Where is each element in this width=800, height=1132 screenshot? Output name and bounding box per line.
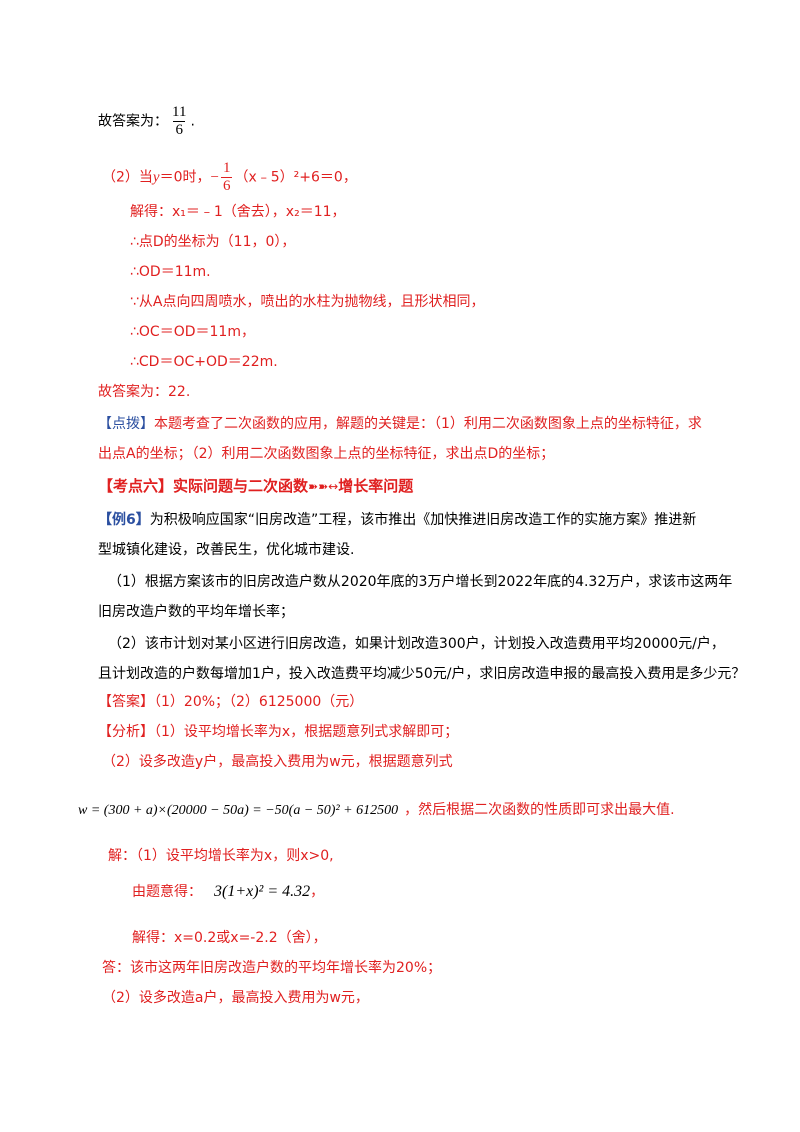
fraction-denominator: 6 — [173, 121, 185, 138]
solution-equation: 3(1+x)² = 4.32 — [214, 883, 311, 900]
question2-line-2: 且计划改造的户数每增加1户，投入改造费平均减少50元/户，求旧房改造申报的最高投… — [98, 666, 746, 682]
solution-line-5: （2）设多改造a户，最高投入费用为w元， — [102, 990, 369, 1006]
answer-line: 【答案】（1）20%；（2）6125000（元） — [98, 692, 363, 712]
line-because: ∵从A点向四周喷水，喷出的水柱为抛物线，且形状相同， — [130, 294, 485, 310]
part2-prefix: （2）当 — [102, 169, 153, 186]
line-answer-22: 故答案为：22. — [98, 384, 191, 400]
example-line-1: 【例6】为积极响应国家“旧房改造”工程，该市推出《加快推进旧房改造工作的实施方案… — [98, 510, 696, 530]
line-solve-x: 解得：x₁＝﹣1（舍去），x₂＝11， — [130, 204, 346, 220]
minus-sign: − — [210, 169, 219, 186]
solution-given-prefix: 由题意得： — [132, 884, 202, 900]
analysis-text-1: （1）设平均增长率为x，根据题意列式求解即可； — [154, 724, 459, 740]
tip-line-2: 出点A的坐标；（2）利用二次函数图象上点的坐标特征，求出点D的坐标； — [98, 446, 555, 462]
part2-condition: ＝0时， — [159, 169, 211, 186]
analysis-tag: 【分析】 — [98, 724, 154, 740]
example-line-2: 型城镇化建设，改善民生，优化城市建设. — [98, 542, 355, 558]
analysis-line-1: 【分析】（1）设平均增长率为x，根据题意列式求解即可； — [98, 722, 458, 742]
var-y: y — [152, 169, 160, 186]
answer-tag: 【答案】 — [98, 694, 154, 710]
tip-text-1: 本题考查了二次函数的应用，解题的关键是：（1）利用二次函数图象上点的坐标特征，求 — [154, 416, 702, 432]
solution-given-suffix: ， — [310, 884, 325, 900]
solution-line-2: 由题意得： 3(1+x)² = 4.32， — [132, 882, 324, 902]
line-cd: ∴CD＝OC+OD＝22m. — [130, 354, 278, 370]
analysis-formula-line: w = (300 + a)×(20000 − 50a) = −50(a − 50… — [78, 800, 675, 821]
answer-text: （1）20%；（2）6125000（元） — [154, 694, 364, 710]
answer-prefix: 故答案为： — [98, 113, 168, 130]
analysis-text-3: ，然后根据二次函数的性质即可求出最大值. — [404, 802, 675, 818]
fraction-numerator: 1 — [222, 160, 231, 176]
line-point-d: ∴点D的坐标为（11，0）， — [130, 234, 296, 250]
question1-line-1: （1）根据方案该市的旧房改造户数从2020年底的3万户增长到2022年底的4.3… — [108, 574, 733, 590]
analysis-line-2: （2）设多改造y户，最高投入费用为w元，根据题意列式 — [102, 754, 453, 770]
example-tag: 【例6】 — [98, 512, 150, 528]
heading-arrows-icon: ➽➽↔ — [308, 479, 339, 494]
example-text-1: 为积极响应国家“旧房改造”工程，该市推出《加快推进旧房改造工作的实施方案》推进新 — [149, 512, 697, 528]
question1-line-2: 旧房改造户数的平均年增长率； — [98, 604, 294, 620]
tip-line-1: 【点拨】本题考查了二次函数的应用，解题的关键是：（1）利用二次函数图象上点的坐标… — [98, 414, 702, 434]
question2-line-1: （2）该市计划对某小区进行旧房改造，如果计划改造300户，计划投入改造费用平均2… — [108, 636, 725, 652]
fraction-numerator: 11 — [172, 104, 187, 120]
line-oc-od: ∴OC＝OD＝11m， — [130, 324, 255, 340]
solution-line-1: 解：（1）设平均增长率为x，则x>0, — [108, 848, 334, 864]
fraction-denominator: 6 — [220, 177, 233, 194]
formula-w: w = (300 + a)×(20000 − 50a) = −50(a − 50… — [78, 803, 399, 818]
solution-line-3: 解得：x=0.2或x=-2.2（舍）， — [132, 930, 327, 946]
part2-equation-rest: （x﹣5）²+6＝0， — [234, 169, 357, 186]
section-heading: 【考点六】实际问题与二次函数➽➽↔增长率问题 — [98, 476, 413, 497]
tip-tag: 【点拨】 — [98, 416, 154, 432]
line-od: ∴OD＝11m. — [130, 264, 211, 280]
answer-suffix: . — [190, 113, 195, 130]
heading-title: 【考点六】实际问题与二次函数 — [98, 477, 309, 495]
heading-end: 增长率问题 — [338, 477, 414, 495]
solution-line-4: 答：该市这两年旧房改造户数的平均年增长率为20%； — [102, 960, 442, 976]
